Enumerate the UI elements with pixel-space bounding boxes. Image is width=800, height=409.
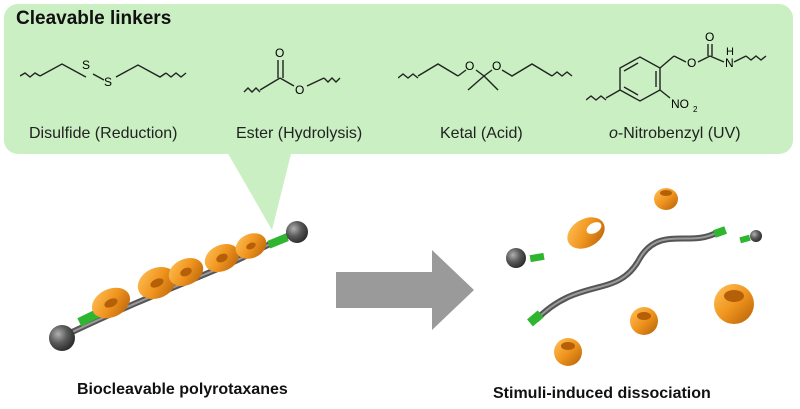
free-cyclodextrin-ring: [714, 284, 754, 324]
oxygen-atom: O: [275, 46, 284, 60]
panel-title: Cleavable linkers: [16, 8, 172, 29]
wavy-bond: [551, 71, 573, 77]
chain-bond: [92, 73, 105, 81]
linker-segment: [527, 310, 544, 327]
nitro-group: NO: [671, 97, 689, 111]
chain-bond: [39, 63, 87, 78]
free-axle: [533, 229, 720, 323]
polyrotaxane-assembly: [49, 221, 308, 351]
chain-bond: [659, 55, 675, 69]
oxygen-atom: O: [295, 83, 304, 97]
disulfide-label: Disulfide (Reduction): [29, 125, 178, 142]
ring-cavity: [150, 278, 164, 288]
process-arrow: [336, 250, 474, 330]
nitro-subscript: 2: [693, 105, 698, 114]
stopper-sphere: [750, 230, 762, 242]
free-axle-highlight: [535, 231, 719, 321]
nitrobenzyl-label-prefix: o: [609, 125, 618, 142]
oxygen-atom: O: [687, 56, 696, 70]
stopper-sphere: [506, 248, 526, 268]
ring-cavity: [104, 298, 118, 308]
chain-bond: [417, 63, 459, 77]
chain-bond: [457, 69, 467, 77]
nitrogen-atom: N: [725, 56, 734, 70]
ring-cavity: [216, 253, 228, 263]
ester-structure: O O: [243, 46, 341, 97]
free-cyclodextrin-ring: [554, 338, 582, 366]
wavy-bond: [323, 77, 341, 83]
ring-cavity: [724, 290, 744, 302]
chain-bond: [709, 55, 725, 63]
ketal-structure: O O: [398, 59, 573, 91]
nitrobenzyl-label-rest: -Nitrobenzyl (UV): [617, 125, 741, 142]
nitro-bond: [659, 89, 671, 99]
ring-cavity: [246, 242, 256, 250]
methyl-bond: [467, 75, 485, 91]
right-caption: Stimuli-induced dissociation: [493, 385, 711, 402]
dissociated-components: [506, 188, 762, 366]
oxygen-atom: O: [705, 30, 714, 44]
chain-bond: [115, 64, 167, 78]
linker-segment: [712, 226, 728, 238]
ring-cavity: [180, 267, 192, 277]
chain-bond: [501, 63, 553, 77]
chain-bond: [483, 69, 493, 77]
aromatic-bond: [623, 62, 639, 72]
aromatic-bond: [623, 86, 639, 96]
chain-bond: [733, 55, 747, 63]
linker-segment: [529, 252, 545, 263]
stopper-sphere: [49, 325, 75, 351]
ester-label: Ester (Hydrolysis): [236, 125, 363, 142]
wavy-bond: [586, 95, 607, 101]
chain-bond: [259, 77, 281, 91]
wavy-bond: [398, 73, 419, 79]
wavy-bond: [745, 55, 767, 61]
linker-segment: [267, 233, 289, 249]
ring-cavity: [660, 190, 672, 196]
nitrobenzyl-label: o-Nitrobenzyl (UV): [609, 125, 741, 143]
left-caption: Biocleavable polyrotaxanes: [77, 381, 288, 398]
sulfur-atom: S: [82, 58, 90, 72]
cleavable-linkers-panel: [4, 4, 793, 154]
chain-bond: [306, 77, 325, 87]
callout-pointer-triangle: [226, 150, 292, 230]
free-cyclodextrin-ring: [630, 307, 658, 335]
linker-segment: [739, 234, 751, 244]
oxygen-atom: O: [465, 59, 474, 73]
hydrogen-atom: H: [726, 46, 734, 58]
ring-cavity: [637, 312, 651, 320]
chain-bond: [673, 55, 687, 63]
free-cyclodextrin-ring: [567, 217, 605, 249]
chain-bond: [697, 55, 711, 63]
nitrobenzyl-structure: O O N H NO 2: [586, 30, 767, 114]
wavy-bond: [243, 87, 261, 93]
chain-bond: [605, 89, 621, 99]
ketal-label: Ketal (Acid): [440, 125, 523, 142]
free-cyclodextrin-ring: [654, 188, 678, 210]
ring-cavity: [561, 342, 575, 350]
methyl-bond: [483, 75, 499, 91]
wavy-bond: [165, 72, 187, 78]
oxygen-atom: O: [492, 59, 501, 73]
chain-bond: [475, 69, 485, 77]
ring-cavity: [586, 222, 602, 234]
disulfide-structure: S S: [20, 58, 187, 89]
wavy-bond: [20, 72, 41, 78]
stopper-sphere: [286, 221, 308, 243]
sulfur-atom: S: [104, 75, 112, 89]
chain-bond: [279, 77, 295, 87]
